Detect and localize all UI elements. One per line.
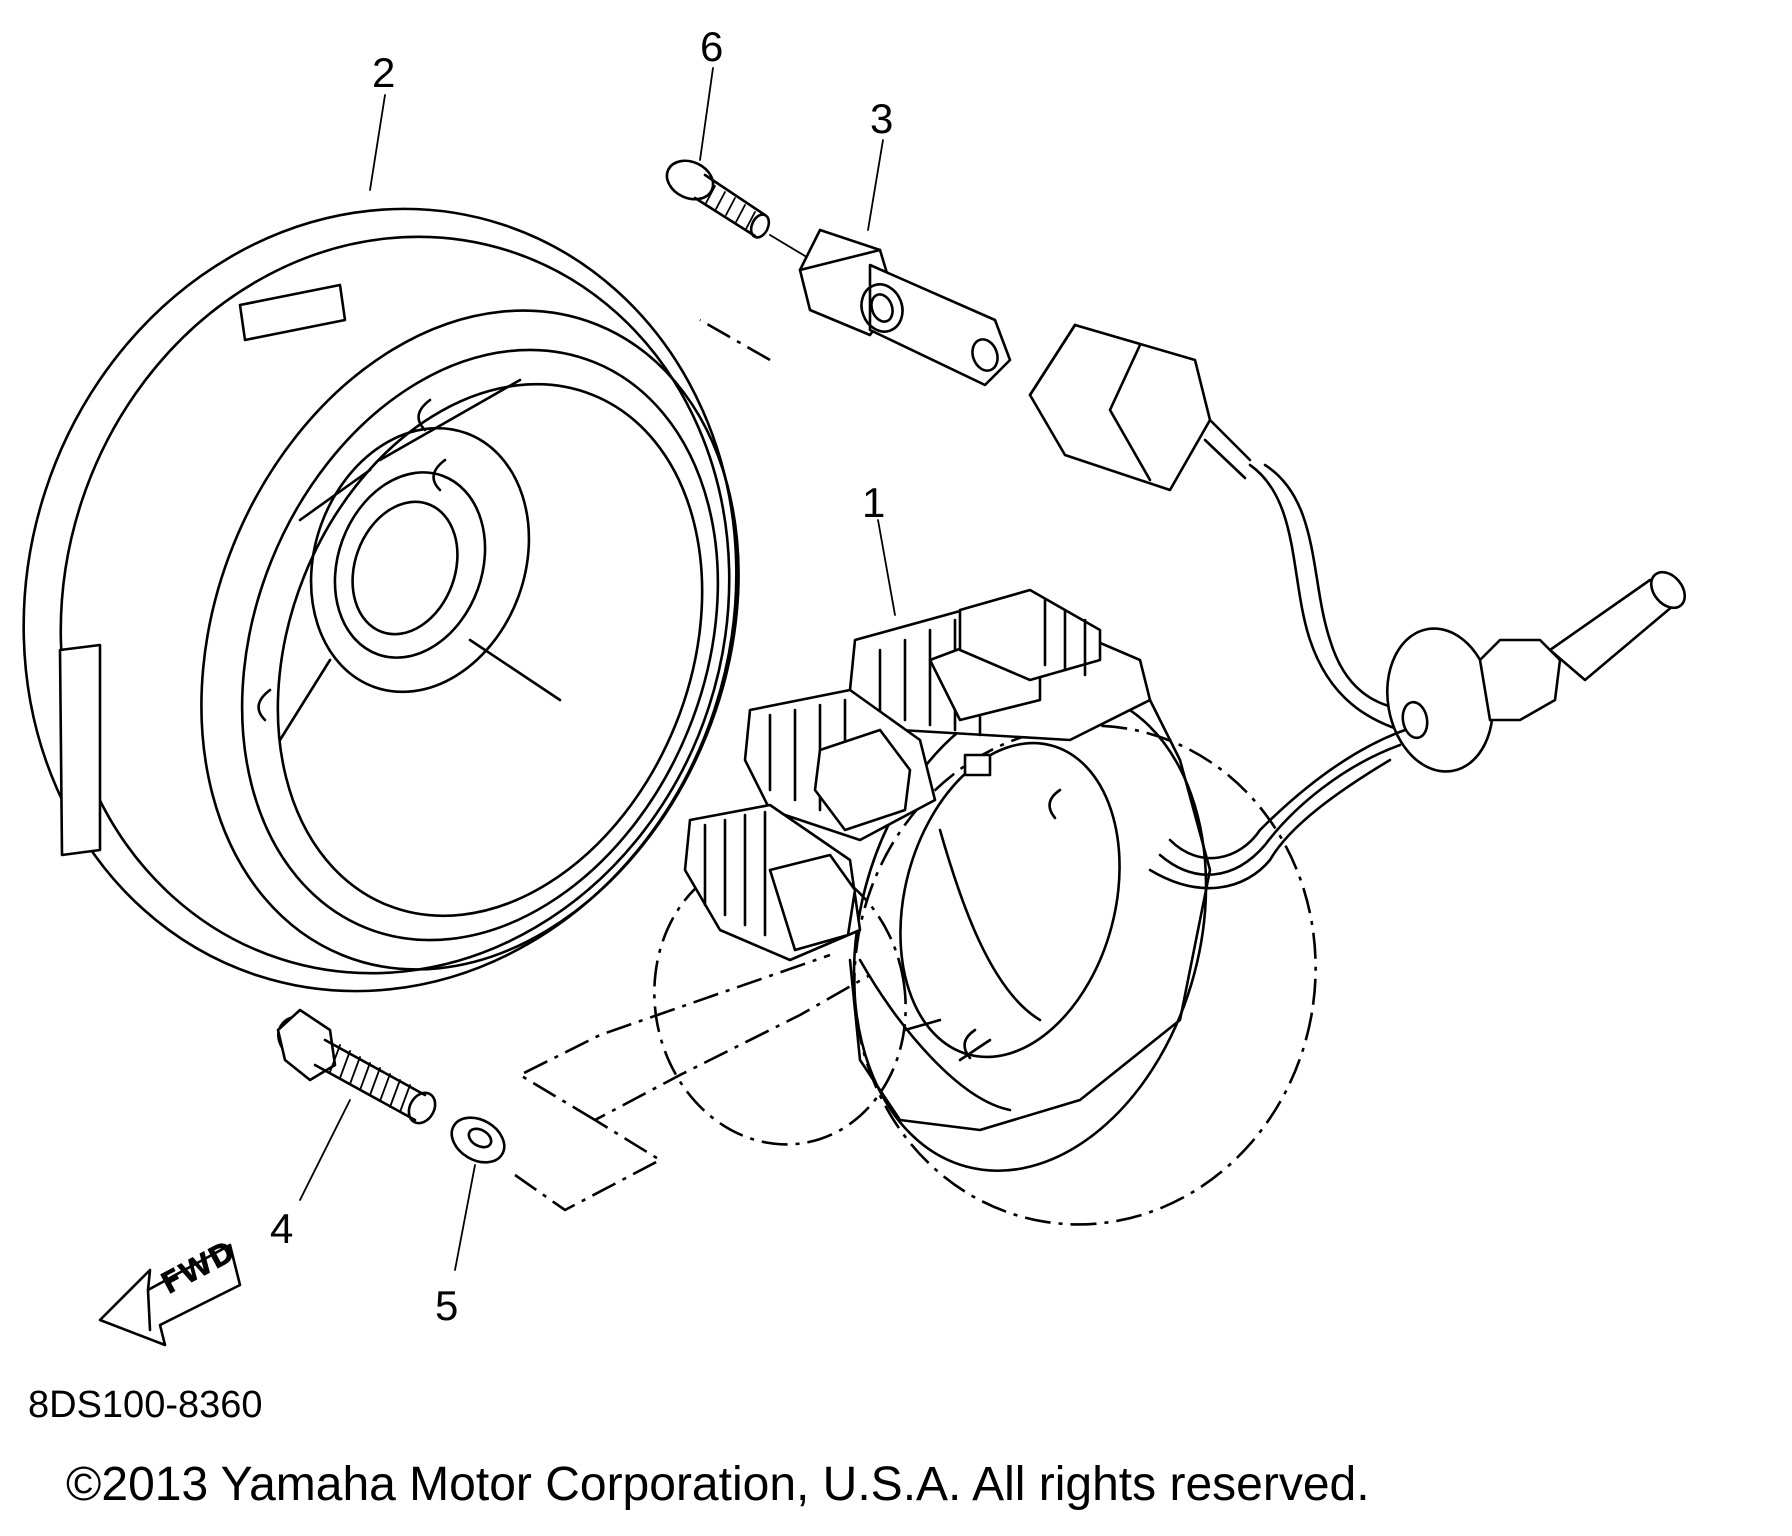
callout-4: 4 bbox=[270, 1205, 294, 1252]
leader-line-3 bbox=[867, 139, 884, 231]
leader-line-5 bbox=[454, 1164, 476, 1271]
leader-line-6 bbox=[699, 67, 714, 161]
leader-line-2 bbox=[369, 94, 386, 191]
callout-2: 2 bbox=[372, 49, 396, 96]
stator-assembly-drawing bbox=[653, 588, 1317, 1226]
callout-1: 1 bbox=[862, 479, 886, 526]
washer-5-drawing bbox=[450, 1116, 506, 1164]
callout-3: 3 bbox=[870, 95, 894, 142]
diagram-code: 8DS100-8360 bbox=[28, 1384, 263, 1426]
bolt-4-drawing bbox=[276, 1008, 437, 1125]
leader-line-1 bbox=[877, 519, 896, 616]
callout-6: 6 bbox=[700, 23, 724, 70]
callout-leader-lines bbox=[299, 67, 896, 1271]
alignment-lines bbox=[514, 318, 871, 1212]
leader-line-4 bbox=[299, 1099, 351, 1201]
screw-6-drawing bbox=[665, 159, 816, 263]
copyright-notice: ©2013 Yamaha Motor Corporation, U.S.A. A… bbox=[66, 1458, 1370, 1511]
stator-connector-drawing bbox=[1028, 323, 1687, 890]
rotor-assembly-drawing bbox=[22, 207, 740, 993]
fwd-arrow: FWD bbox=[98, 1234, 242, 1347]
pickup-coil-3-drawing bbox=[798, 228, 1012, 387]
callout-5: 5 bbox=[435, 1282, 459, 1329]
